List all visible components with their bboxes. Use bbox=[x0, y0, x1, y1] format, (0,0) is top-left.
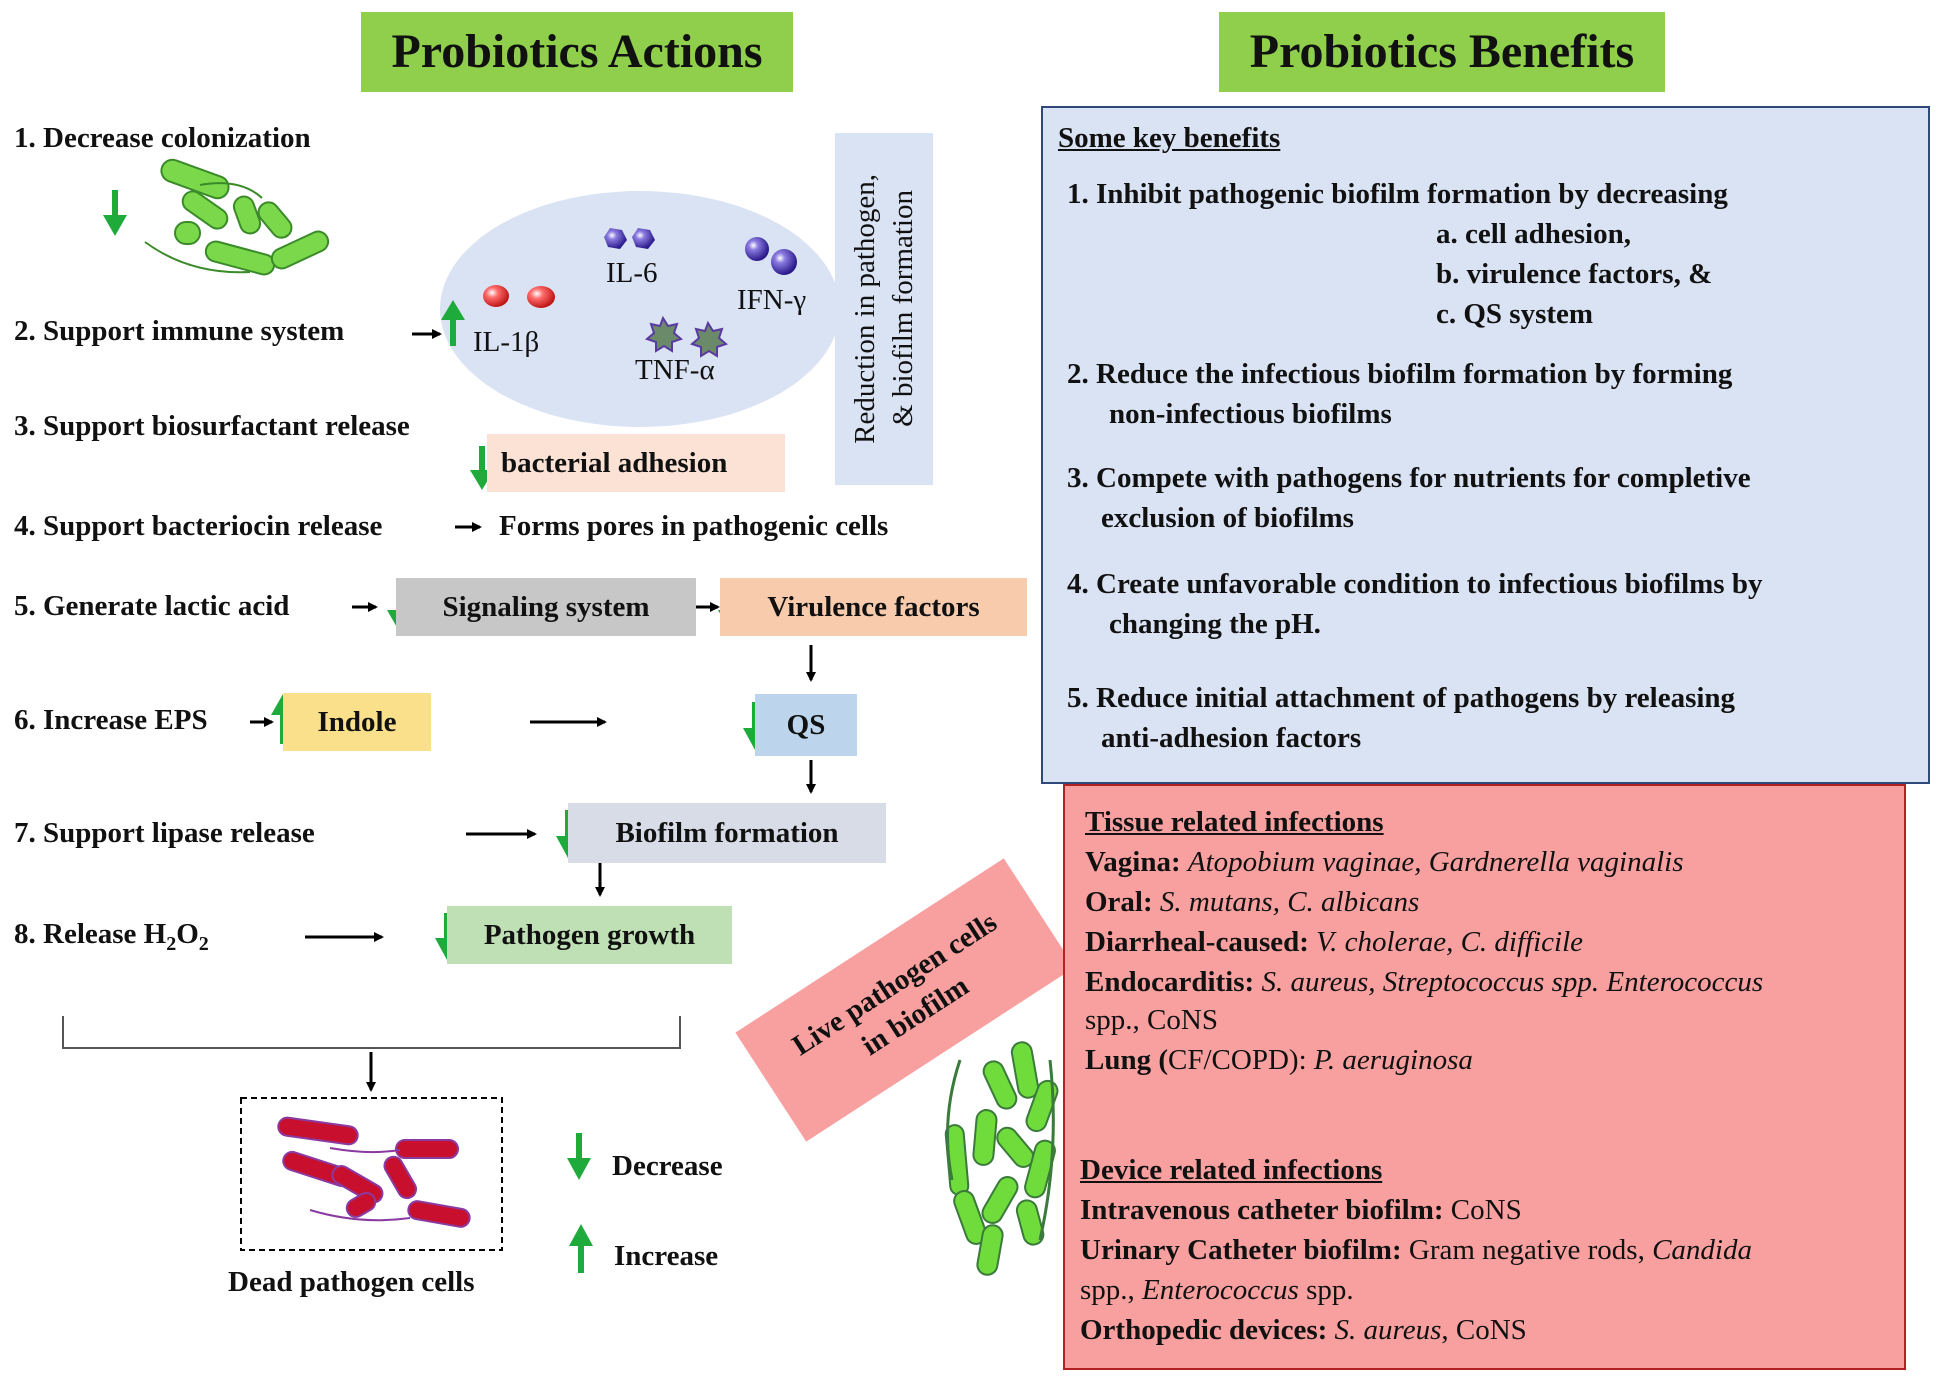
live-biofilm-bacteria-icon bbox=[944, 1041, 1059, 1276]
benefit-2: 2. Reduce the infectious biofilm formati… bbox=[1067, 358, 1733, 390]
ortho-value-italic: S. aureus bbox=[1334, 1314, 1442, 1346]
ortho-line: Orthopedic devices: S. aureus, CoNS bbox=[1080, 1314, 1527, 1347]
pores-text: Forms pores in pathogenic cells bbox=[499, 510, 889, 542]
action-8: 8. Release H2O2 bbox=[14, 918, 209, 956]
live-pathogen-label-box bbox=[735, 858, 1075, 1142]
endocarditis-line-2: spp., CoNS bbox=[1085, 1004, 1218, 1036]
h2o2-sub-2: 2 bbox=[198, 932, 209, 955]
endo-value: S. aureus, Streptococcus spp. Enterococc… bbox=[1261, 966, 1764, 998]
uc-label: Urinary Catheter biofilm: bbox=[1080, 1234, 1402, 1266]
il1b-icon bbox=[483, 285, 555, 308]
diarrheal-value: V. cholerae, C. difficile bbox=[1316, 926, 1584, 958]
uc-value2c: spp. bbox=[1306, 1274, 1354, 1306]
virulence-factors-box: Virulence factors bbox=[720, 578, 1027, 636]
benefit-3-cont: exclusion of biofilms bbox=[1101, 502, 1354, 534]
action-4: 4. Support bacteriocin release bbox=[14, 510, 383, 542]
uc-value-italic: Candida bbox=[1652, 1234, 1752, 1266]
lung-value: P. aeruginosa bbox=[1313, 1044, 1473, 1076]
pathogen-growth-box: Pathogen growth bbox=[447, 906, 732, 964]
lung-mid: CF/COPD bbox=[1168, 1044, 1289, 1076]
dead-cells-label: Dead pathogen cells bbox=[228, 1266, 475, 1298]
device-heading: Device related infections bbox=[1080, 1154, 1383, 1186]
bacterial-adhesion-box: bacterial adhesion bbox=[487, 434, 785, 492]
iv-line: Intravenous catheter biofilm: CoNS bbox=[1080, 1194, 1522, 1227]
lung-end: ): bbox=[1288, 1044, 1307, 1076]
vagina-line: Vagina: Atopobium vaginae, Gardnerella v… bbox=[1085, 846, 1684, 879]
benefit-1a: a. cell adhesion, bbox=[1436, 218, 1631, 250]
reduction-label-box: Reduction in pathogen, & biofilm formati… bbox=[835, 133, 933, 485]
benefits-heading: Some key benefits bbox=[1058, 122, 1281, 154]
benefit-1: 1. Inhibit pathogenic biofilm formation … bbox=[1067, 178, 1728, 210]
action-1: 1. Decrease colonization bbox=[14, 122, 311, 154]
h2o2-sub-1: 2 bbox=[166, 932, 177, 955]
reduction-label: Reduction in pathogen, & biofilm formati… bbox=[846, 174, 922, 444]
oral-label: Oral: bbox=[1085, 886, 1153, 918]
lung-line: Lung (CF/COPD): P. aeruginosa bbox=[1085, 1044, 1473, 1077]
benefit-2-cont: non-infectious biofilms bbox=[1109, 398, 1392, 430]
benefit-4: 4. Create unfavorable condition to infec… bbox=[1067, 568, 1763, 600]
signaling-system-box: Signaling system bbox=[396, 578, 696, 636]
uc-value2a: spp., bbox=[1080, 1274, 1135, 1306]
cytokine-ifn-gamma: IFN-γ bbox=[737, 284, 807, 316]
biofilm-formation-box: Biofilm formation bbox=[568, 803, 886, 863]
ortho-value: , CoNS bbox=[1441, 1314, 1527, 1346]
tnf-alpha-icon bbox=[645, 315, 728, 358]
benefit-5-cont: anti-adhesion factors bbox=[1101, 722, 1362, 754]
action-2: 2. Support immune system bbox=[14, 315, 345, 347]
benefits-panel: Some key benefits 1. Inhibit pathogenic … bbox=[1041, 106, 1930, 784]
legend-decrease-arrow-icon bbox=[567, 1133, 591, 1180]
lung-label: Lung ( bbox=[1085, 1044, 1169, 1076]
benefits-title: Probiotics Benefits bbox=[1219, 12, 1665, 92]
il6-icon bbox=[604, 228, 655, 249]
legend-increase: Increase bbox=[614, 1240, 719, 1272]
dead-cells-box bbox=[240, 1097, 503, 1251]
endocarditis-line: Endocarditis: S. aureus, Streptococcus s… bbox=[1085, 966, 1763, 999]
vagina-label: Vagina: bbox=[1085, 846, 1181, 878]
action-7: 7. Support lipase release bbox=[14, 817, 315, 849]
action-5: 5. Generate lactic acid bbox=[14, 590, 290, 622]
benefit-4-cont: changing the pH. bbox=[1109, 608, 1321, 640]
ortho-label: Orthopedic devices: bbox=[1080, 1314, 1328, 1346]
infections-panel: Tissue related infections Vagina: Atopob… bbox=[1063, 784, 1906, 1370]
diarrheal-label: Diarrheal-caused: bbox=[1085, 926, 1309, 958]
action-3: 3. Support biosurfactant release bbox=[14, 410, 410, 442]
action-8-text: 8. Release H bbox=[14, 918, 167, 950]
probiotic-bacteria-icon bbox=[144, 158, 330, 276]
decrease-arrow-icon bbox=[103, 190, 127, 236]
reduction-label-line1: Reduction in pathogen, bbox=[849, 174, 881, 444]
benefit-1b: b. virulence factors, & bbox=[1436, 258, 1713, 290]
dead-pathogen-icon bbox=[277, 1116, 471, 1228]
reduction-label-line2: & biofilm formation bbox=[887, 190, 919, 428]
benefit-5: 5. Reduce initial attachment of pathogen… bbox=[1067, 682, 1736, 714]
qs-box: QS bbox=[755, 694, 857, 756]
uc-value2b: Enterococcus bbox=[1142, 1274, 1299, 1306]
legend-decrease: Decrease bbox=[612, 1150, 723, 1182]
action-6: 6. Increase EPS bbox=[14, 704, 208, 736]
benefit-1c: c. QS system bbox=[1436, 298, 1594, 330]
cytokine-oval bbox=[440, 191, 840, 427]
h2o2-o: O bbox=[176, 918, 199, 950]
oral-line: Oral: S. mutans, C. albicans bbox=[1085, 886, 1419, 919]
iv-value: CoNS bbox=[1450, 1194, 1522, 1226]
cytokine-il1b: IL-1β bbox=[473, 326, 540, 358]
benefit-3: 3. Compete with pathogens for nutrients … bbox=[1067, 462, 1751, 494]
tissue-heading: Tissue related infections bbox=[1085, 806, 1384, 838]
diarrheal-line: Diarrheal-caused: V. cholerae, C. diffic… bbox=[1085, 926, 1583, 959]
uc-line-2: spp., Enterococcus spp. bbox=[1080, 1274, 1354, 1307]
ifn-gamma-icon bbox=[745, 237, 797, 275]
cytokine-tnf-alpha: TNF-α bbox=[635, 354, 715, 386]
bracket bbox=[62, 1016, 681, 1049]
iv-label: Intravenous catheter biofilm: bbox=[1080, 1194, 1444, 1226]
actions-title: Probiotics Actions bbox=[361, 12, 793, 92]
increase-arrow-icon bbox=[441, 300, 465, 346]
endo-label: Endocarditis: bbox=[1085, 966, 1255, 998]
indole-box: Indole bbox=[283, 693, 431, 751]
oral-value: S. mutans, C. albicans bbox=[1159, 886, 1420, 918]
uc-line: Urinary Catheter biofilm: Gram negative … bbox=[1080, 1234, 1752, 1267]
legend-increase-arrow-icon bbox=[569, 1224, 593, 1273]
cytokine-il6: IL-6 bbox=[606, 257, 658, 289]
uc-value: Gram negative rods, bbox=[1408, 1234, 1645, 1266]
vagina-value: Atopobium vaginae, Gardnerella vaginalis bbox=[1187, 846, 1684, 878]
